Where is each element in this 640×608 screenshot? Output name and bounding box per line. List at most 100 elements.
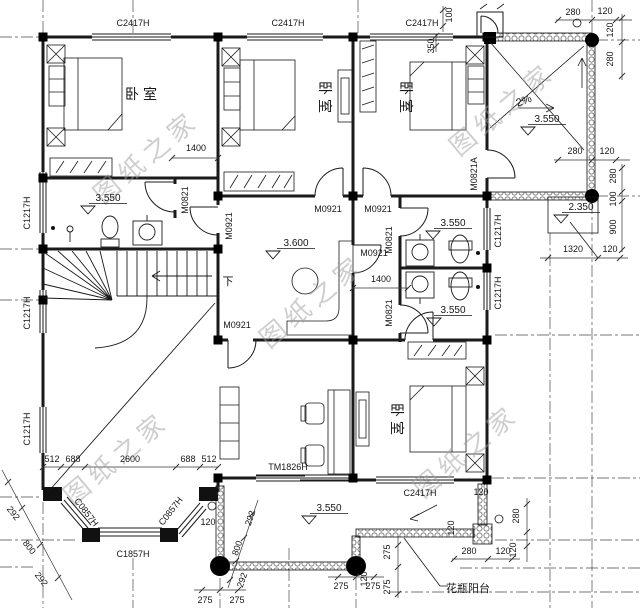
dim-label: 280 <box>608 168 618 183</box>
bay-window-blocks <box>43 487 218 542</box>
round-column <box>585 33 599 47</box>
vase-mark <box>572 18 582 28</box>
dim-label: 280 <box>565 7 580 17</box>
dresser <box>467 65 485 105</box>
level-triangle-icon <box>265 250 281 260</box>
shower-icon <box>66 225 74 242</box>
window-label: C2417H <box>271 18 304 28</box>
wall-lines <box>40 34 490 492</box>
windows-glass <box>39 33 491 538</box>
door-label: M0821 <box>180 186 190 214</box>
room-label: 卧室 <box>389 403 405 439</box>
toilet-icon <box>448 234 473 264</box>
nightstand <box>221 127 241 147</box>
wardrobe <box>49 157 113 177</box>
dim-label: 280 <box>511 508 521 523</box>
window-label: C1217H <box>22 296 32 329</box>
walls <box>40 34 490 492</box>
floor-drain <box>50 225 56 231</box>
dim-label: 292 <box>5 504 22 522</box>
doors <box>144 11 516 369</box>
level-triangle-icon <box>553 214 569 224</box>
void-diagonal <box>47 302 216 493</box>
annotation-label: 下 <box>223 276 234 288</box>
level-label: 3.550 <box>440 305 465 316</box>
sink-icon <box>132 215 163 246</box>
door-label: M0921 <box>360 248 388 258</box>
dim-label: 1400 <box>371 274 391 284</box>
dim-label: 1400 <box>186 143 206 153</box>
dim-label: 120 <box>605 22 615 37</box>
room-label: 卧室 <box>398 81 414 117</box>
dim-label: 688 <box>180 454 195 464</box>
dim-label: 120 <box>473 487 488 497</box>
dim-label: 120 <box>508 542 518 557</box>
floor-drain <box>475 250 481 256</box>
dresser <box>223 67 241 111</box>
up-arrow <box>577 57 587 88</box>
dim-label: 800 <box>21 538 38 556</box>
dim-label: 120 <box>200 517 215 527</box>
door-label: TM1826H <box>268 462 308 472</box>
nightstand <box>46 44 66 64</box>
dim-label: 512 <box>201 454 216 464</box>
watermarks: 图纸之家图纸之家图纸之家图纸之家图纸之家 <box>58 56 561 510</box>
dim-label: 275 <box>382 544 392 559</box>
level-label: 3.550 <box>95 193 120 204</box>
dim-label: 100 <box>444 7 454 22</box>
sofa <box>286 240 354 336</box>
window-label: C0857H <box>157 495 185 527</box>
door-label: M0821 <box>384 299 394 327</box>
round-column <box>210 556 230 576</box>
annotation-label: 2% <box>514 93 533 110</box>
balcony-parapet <box>215 483 493 571</box>
dim-label: 120 <box>446 520 456 535</box>
nightstand <box>46 127 66 147</box>
dim-label: 512 <box>44 454 59 464</box>
dim-label: 292 <box>235 571 249 588</box>
terrace-marks <box>489 41 587 151</box>
stair-direction-arrow <box>151 270 212 282</box>
dim-label: 120 <box>495 546 510 556</box>
level-label: 3.600 <box>283 238 308 249</box>
dresser <box>337 69 353 123</box>
dim-label: 800 <box>230 539 244 556</box>
sink-icon <box>405 271 435 304</box>
dim-label: 120 <box>359 571 369 586</box>
nightstand <box>465 45 485 65</box>
dimension-ticks <box>4 6 626 598</box>
round-column <box>585 189 599 203</box>
nightstand <box>221 47 241 67</box>
vase-mark <box>494 514 504 524</box>
toilet-icon <box>448 271 473 301</box>
toilet-icon <box>100 215 120 248</box>
chair <box>300 444 325 467</box>
window-label: C2417H <box>403 488 436 498</box>
fixtures <box>50 215 481 304</box>
window-label: C1217H <box>22 412 32 445</box>
bed <box>63 57 123 131</box>
room-label: 卧室 <box>125 86 161 102</box>
dimension-lines <box>1 6 632 601</box>
bed <box>239 59 296 131</box>
vase-mark <box>207 501 217 511</box>
window-label: C1217H <box>22 196 32 229</box>
dim-label: 120 <box>599 146 614 156</box>
dim-label: 900 <box>608 219 618 234</box>
dim-label: 2600 <box>120 454 140 464</box>
door-label: M0921 <box>224 212 234 240</box>
slope-arrow <box>518 103 555 113</box>
dim-label: 350 <box>426 38 436 53</box>
window-label: C1857H <box>116 549 149 559</box>
level-triangle-icon <box>520 126 536 136</box>
window-label: C2417H <box>405 18 438 28</box>
chair <box>300 402 325 425</box>
round-column <box>346 556 366 576</box>
dim-label: 292 <box>33 570 50 588</box>
furniture <box>46 40 485 475</box>
window-label: C2417H <box>116 18 149 28</box>
bed <box>409 385 467 453</box>
